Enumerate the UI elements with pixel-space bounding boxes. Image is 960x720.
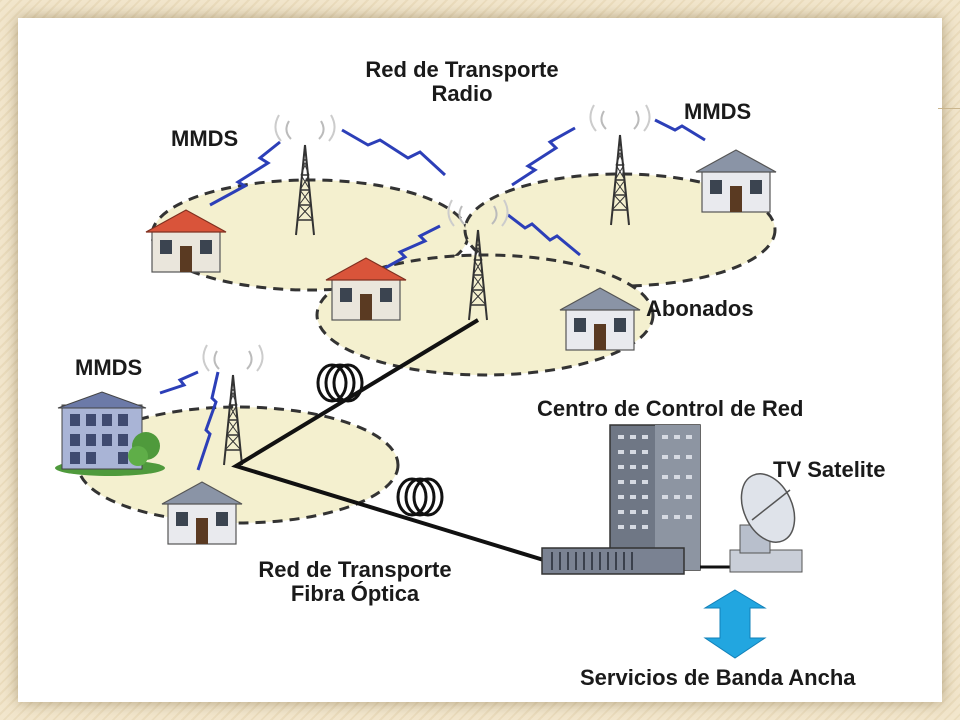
subscriber-house-top-right [695, 149, 777, 213]
radio-title-line1: Red de Transporte [365, 57, 559, 82]
control-center-label: Centro de Control de Red [537, 396, 804, 421]
abonados-label: Abonados [646, 296, 754, 321]
fiber-optic-link [231, 318, 561, 567]
radio-title-line2: Radio [431, 81, 493, 106]
broadband-services-label: Servicios de Banda Ancha [580, 665, 856, 690]
mmds-label-top-left: MMDS [171, 126, 239, 151]
satellite-dish [700, 473, 803, 573]
tv-satellite-label: TV Satelite [773, 457, 886, 482]
mmds-label-top-right: MMDS [684, 99, 752, 124]
control-center-building [541, 424, 701, 575]
bidirectional-arrow [703, 589, 767, 659]
fiber-title-line2: Fibra Óptica [290, 581, 420, 606]
apartment-building [55, 391, 165, 476]
fiber-title-line1: Red de Transporte [258, 557, 452, 582]
mmds-label-left: MMDS [75, 355, 143, 380]
fiber-coil-lower [396, 477, 444, 517]
decorative-line [938, 108, 960, 109]
radio-links [159, 118, 706, 471]
fiber-transport-title: Red de Transporte Fibra Óptica [233, 558, 477, 606]
radio-transport-title: Red de Transporte Radio [340, 58, 584, 106]
